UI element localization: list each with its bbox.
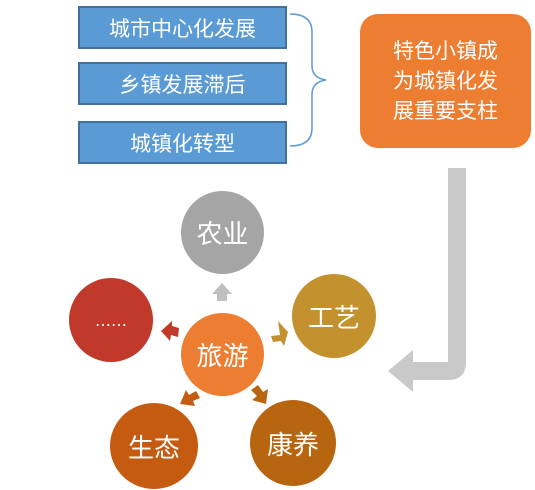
- spoke-label: ……: [95, 310, 127, 330]
- spoke-circle-more: ……: [69, 278, 153, 362]
- factor-box-urban-centralization: 城市中心化发展: [78, 6, 287, 49]
- flow-arrow: [388, 168, 466, 392]
- spoke-arrow-right: [271, 321, 288, 346]
- spoke-label: 康养: [266, 430, 319, 461]
- spoke-arrow-left: [161, 321, 179, 341]
- spoke-circle-wellness: 康养: [250, 400, 336, 486]
- factor-box-township-lag: 乡镇发展滞后: [78, 62, 287, 105]
- result-line: 为城镇化发: [393, 69, 498, 93]
- spoke-label: 工艺: [307, 303, 360, 334]
- spoke-label: 生态: [127, 433, 180, 464]
- spoke-circle-ecology: 生态: [110, 403, 198, 489]
- grouping-brace: [289, 13, 327, 147]
- hub-label: 旅游: [196, 342, 249, 372]
- factor-label: 城镇化转型: [130, 131, 235, 156]
- result-line: 展重要支柱: [393, 99, 498, 123]
- spoke-arrow-top: [212, 283, 232, 301]
- result-box: 特色小镇成 为城镇化发 展重要支柱: [360, 14, 531, 148]
- spoke-circle-craft: 工艺: [292, 274, 376, 358]
- factor-label: 乡镇发展滞后: [119, 72, 246, 97]
- hub-circle-tourism: 旅游: [181, 313, 264, 396]
- spoke-arrow-bottom-left: [180, 390, 200, 406]
- factor-box-urbanization-transition: 城镇化转型: [78, 121, 287, 164]
- spoke-circle-agriculture: 农业: [181, 191, 264, 274]
- result-line: 特色小镇成: [393, 39, 498, 63]
- spoke-arrow-bottom-right: [251, 385, 268, 404]
- factor-label: 城市中心化发展: [109, 16, 256, 41]
- spoke-label: 农业: [196, 220, 249, 250]
